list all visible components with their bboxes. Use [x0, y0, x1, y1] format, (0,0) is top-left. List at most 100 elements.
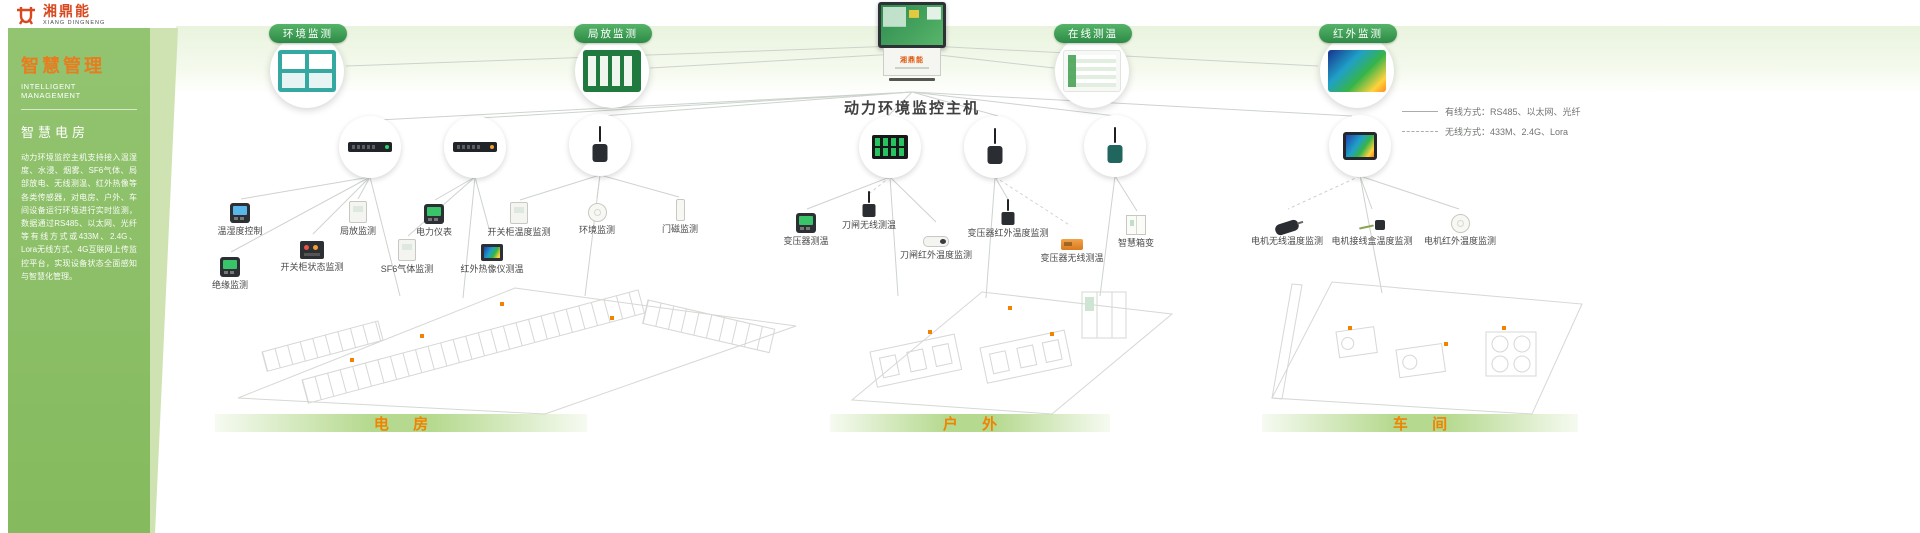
collector-node-7: [1329, 115, 1391, 177]
module-pill-partial-discharge: 局放监测: [574, 24, 652, 43]
device-switchgear-status: 开关柜状态监测: [264, 232, 360, 272]
device-temp-humidity-control: 温湿度控制: [192, 196, 288, 236]
brand-logo-icon: [17, 7, 35, 25]
device-motor-junction-box-temp: 电机接线盒温度监测: [1324, 206, 1420, 246]
module-screenshot-infrared: [1320, 34, 1394, 108]
legend-wired-label: 有线方式：RS485、以太网、光纤: [1445, 107, 1581, 117]
partial-discharge-dashboard-thumb: [583, 50, 641, 92]
device-label: 电力仪表: [415, 227, 452, 237]
device-label: 环境监测: [578, 225, 615, 235]
sidebar-section-title: 智慧电房: [21, 125, 90, 140]
zone-outdoor-illustration: [850, 291, 1174, 415]
collector-node-3: [569, 114, 631, 176]
temperature-display-icon: [872, 135, 908, 159]
brand-logo: 湘鼎能 XIANG DINGNENG: [14, 3, 105, 27]
legend-wired-row: 有线方式：RS485、以太网、光纤: [1402, 105, 1581, 118]
wall-sensor-icon: [510, 202, 528, 224]
zone-bar-workshop: 车 间: [1262, 414, 1578, 433]
meter-icon: [424, 204, 444, 224]
rack-device-icon: [453, 142, 497, 152]
device-smart-box-transformer: 智慧箱变: [1088, 208, 1184, 248]
device-switchgear-temp: 开关柜温度监测: [471, 197, 567, 237]
brand-text: 湘鼎能 XIANG DINGNENG: [43, 3, 106, 26]
wireless-sensor-icon: [1061, 239, 1083, 250]
cabinet-icon: [1126, 215, 1146, 235]
device-transformer-ir-temp: 变压器红外温度监测: [960, 198, 1056, 238]
antenna-receiver-icon: [588, 126, 612, 164]
device-door-magnet: 门磁监测: [632, 194, 728, 234]
device-transformer-wireless-temp: 变压器无线测温: [1024, 223, 1120, 263]
online-temp-dashboard-thumb: [1063, 50, 1121, 92]
device-sf6-gas: SF6气体监测: [359, 234, 455, 274]
thermal-camera-icon: [481, 244, 503, 261]
host-monitor-screen: [881, 5, 943, 45]
legend-wireless-row: 无线方式：433M、2.4G、Lora: [1402, 125, 1581, 138]
device-label: 红外热像仪测温: [460, 264, 524, 274]
sidebar-title-en: INTELLIGENT MANAGEMENT: [21, 82, 81, 100]
module-pill-label: 局放监测: [588, 28, 638, 40]
sidebar-title: 智慧管理: [21, 56, 105, 76]
camera-icon: [923, 236, 949, 247]
module-screenshot-online-temp: [1055, 34, 1129, 108]
device-label: SF6气体监测: [380, 264, 434, 274]
wireless-line-sample: [1402, 131, 1438, 132]
probe-sensor-icon: [1273, 218, 1301, 237]
device-label: 开关柜状态监测: [280, 262, 344, 272]
device-transformer-temp: 变压器测温: [758, 206, 854, 246]
module-pill-label: 环境监测: [283, 28, 333, 40]
divider: [21, 109, 137, 110]
dome-sensor-icon: [587, 203, 607, 222]
device-label: 门磁监测: [661, 224, 698, 234]
infrared-thermal-thumb: [1328, 50, 1386, 92]
device-environment-sensor: 环境监测: [549, 195, 645, 235]
module-screenshot-environment: [270, 34, 344, 108]
thermal-monitor-icon: [1343, 132, 1377, 160]
wired-line-sample: [1402, 111, 1438, 112]
device-motor-wireless-temp: 电机无线温度监测: [1239, 206, 1335, 246]
device-label: 电机无线温度监测: [1250, 236, 1323, 246]
antenna-sensor-icon: [1000, 199, 1016, 225]
zone-bar-outdoor: 户 外: [830, 414, 1110, 433]
device-knife-switch-wireless-temp: 刀闸无线测温: [821, 190, 917, 230]
collector-node-4: [859, 116, 921, 178]
zone-name: 户 外: [942, 415, 1008, 433]
host-cabinet: 湘鼎能: [883, 48, 941, 76]
rack-device-icon: [348, 142, 392, 152]
brand-name-en: XIANG DINGNENG: [43, 19, 106, 26]
module-pill-infrared: 红外监测: [1319, 24, 1397, 43]
module-pill-environment: 环境监测: [269, 24, 347, 43]
device-label: 开关柜温度监测: [487, 227, 551, 237]
collector-node-2: [444, 116, 506, 178]
wall-sensor-icon: [398, 239, 416, 261]
wall-sensor-icon: [349, 201, 367, 223]
legend-wireless-label: 无线方式：433M、2.4G、Lora: [1445, 127, 1569, 137]
device-label: 变压器无线测温: [1040, 253, 1104, 263]
device-partial-discharge: 局放监测: [310, 196, 406, 236]
brand-name: 湘鼎能: [43, 3, 91, 20]
host-brand-line: [895, 66, 929, 69]
antenna-receiver-icon: [983, 128, 1007, 166]
antenna-receiver-icon: [1103, 127, 1127, 165]
sidebar: 智慧管理 INTELLIGENT MANAGEMENT 智慧电房 动力环境监控主…: [8, 28, 150, 533]
device-label: 绝缘监测: [211, 280, 248, 290]
sidebar-description: 动力环境监控主机支持接入温湿度、水浸、烟雾、SF6气体、局部放电、无线测温、红外…: [21, 153, 137, 281]
monitoring-host-device: 湘鼎能: [878, 2, 946, 81]
top-band: [176, 26, 1920, 94]
device-label: 变压器红外温度监测: [967, 228, 1049, 238]
device-knife-switch-ir-temp: 刀闸红外温度监测: [888, 220, 984, 260]
host-label: 动力环境监控主机: [843, 100, 980, 117]
meter-icon: [796, 213, 816, 233]
device-insulation-monitoring: 绝缘监测: [182, 250, 278, 290]
sensor-markers: [350, 302, 1506, 362]
module-screenshot-partial-discharge: [575, 34, 649, 108]
device-label: 电机红外温度监测: [1423, 236, 1496, 246]
collector-node-5: [964, 116, 1026, 178]
module-pill-label: 在线测温: [1068, 28, 1118, 40]
zone-name: 电 房: [373, 415, 439, 433]
environment-dashboard-thumb: [278, 50, 336, 92]
zone-name: 车 间: [1392, 415, 1458, 433]
module-pill-online-temp: 在线测温: [1054, 24, 1132, 43]
antenna-sensor-icon: [861, 191, 877, 217]
zone-bar-power-room: 电 房: [215, 414, 587, 433]
